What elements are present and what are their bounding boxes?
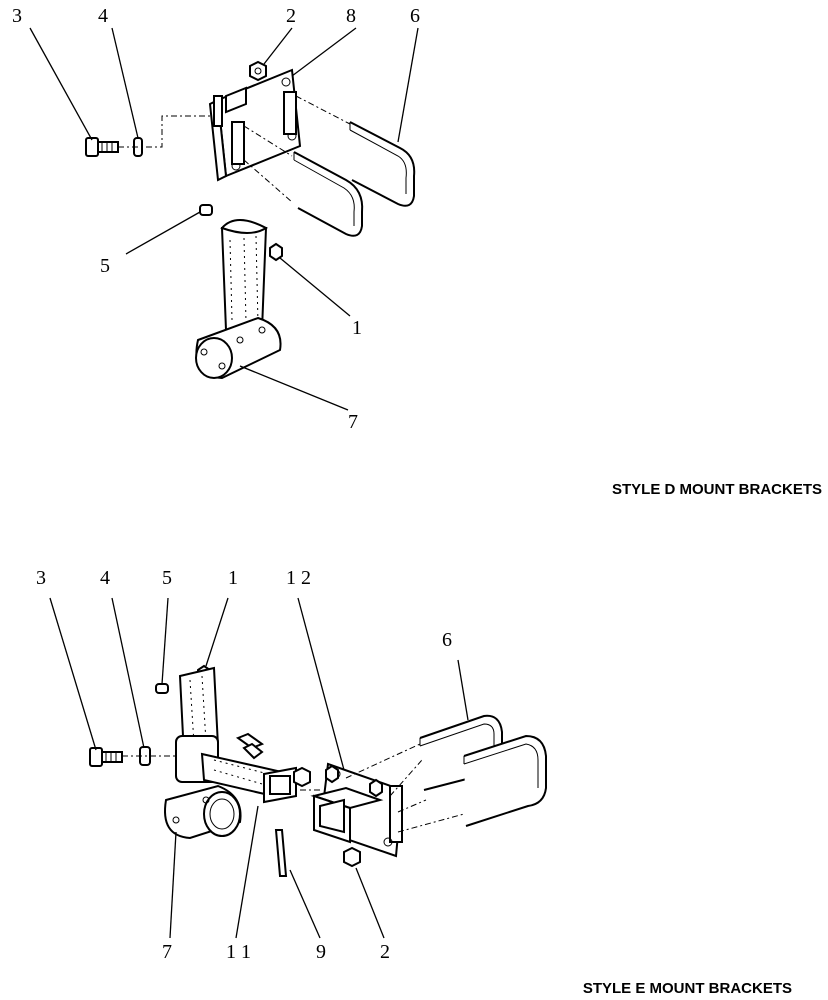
callout-e-4: 4 (100, 567, 110, 589)
style-d-bracket-plate (208, 68, 302, 182)
callout-d-3: 3 (12, 5, 22, 27)
style-d-callouts: 3 4 2 8 6 5 1 7 (12, 5, 420, 433)
style-e-title: STYLE E MOUNT BRACKETS (583, 980, 792, 997)
style-d-mount-tube (195, 219, 282, 380)
style-e-bracket-plate (310, 762, 404, 858)
style-e-assembly (49, 597, 547, 939)
callout-e-9: 9 (316, 941, 326, 963)
style-d-nut (249, 60, 267, 82)
style-e-horizontal-tube (200, 732, 297, 804)
style-e-tube-nut (293, 766, 311, 788)
callout-e-12: 1 2 (286, 567, 311, 589)
style-d-small-nut (269, 242, 283, 262)
callout-d-8: 8 (346, 5, 356, 27)
style-d-u-bolt-upper (349, 121, 416, 207)
style-d-u-bolt-lower (293, 151, 364, 237)
style-d-assembly (29, 27, 419, 411)
style-e-nut (343, 846, 361, 868)
callout-d-6: 6 (410, 5, 420, 27)
callout-e-2: 2 (380, 941, 390, 963)
callout-e-6: 6 (442, 629, 452, 651)
callout-d-2: 2 (286, 5, 296, 27)
style-d-bolt (85, 137, 119, 157)
style-e-clamp-tube (164, 784, 242, 840)
callout-e-7: 7 (162, 941, 172, 963)
style-e-leaders (49, 597, 469, 939)
callout-d-4: 4 (98, 5, 108, 27)
callout-e-3: 3 (36, 567, 46, 589)
callout-d-1: 1 (352, 317, 362, 339)
style-e-bolt (89, 747, 123, 767)
callout-e-11: 1 1 (226, 941, 251, 963)
style-d-title: STYLE D MOUNT BRACKETS (612, 481, 822, 498)
style-e-pin (274, 829, 288, 877)
style-d-screw (199, 204, 213, 216)
style-e-u-bolt-lower (463, 734, 547, 827)
style-d-leaders (29, 27, 419, 411)
style-e-callouts: 3 4 5 1 1 2 6 7 1 1 9 2 (36, 567, 452, 963)
callout-e-1: 1 (228, 567, 238, 589)
callout-e-5: 5 (162, 567, 172, 589)
callout-d-7: 7 (348, 411, 358, 433)
style-e-screw (155, 683, 169, 694)
callout-d-5: 5 (100, 255, 110, 277)
